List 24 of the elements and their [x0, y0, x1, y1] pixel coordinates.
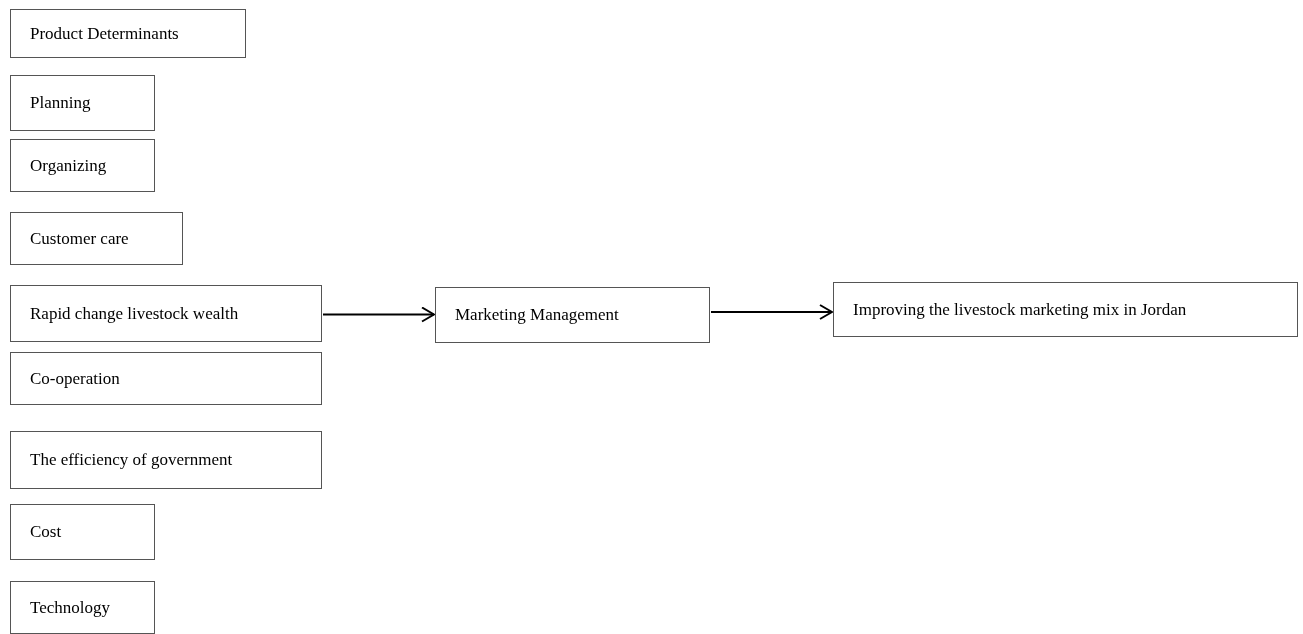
process-box: [10, 75, 155, 131]
process-box: [10, 285, 322, 342]
box-label: Product Determinants: [30, 23, 179, 44]
process-box: [10, 212, 183, 265]
process-box: [833, 282, 1298, 337]
process-box: [10, 581, 155, 634]
box-label: Marketing Management: [455, 305, 619, 325]
arrow: [710, 304, 833, 320]
box-label: Co-operation: [30, 368, 120, 389]
process-box: [10, 139, 155, 192]
process-box: [10, 504, 155, 560]
process-box: [10, 9, 246, 58]
box-label: Customer care: [30, 228, 129, 249]
arrow: [322, 306, 435, 323]
box-label: Improving the livestock marketing mix in Jordan: [853, 299, 1187, 320]
box-label: The efficiency of government: [30, 450, 233, 470]
box-label: Technology: [30, 597, 110, 618]
box-label: Organizing: [30, 155, 107, 176]
box-label: Planning: [30, 93, 91, 113]
process-box: [10, 352, 322, 405]
process-box: [435, 287, 710, 343]
process-box: [10, 431, 322, 489]
box-label: Rapid change livestock wealth: [30, 303, 239, 324]
box-label: Cost: [30, 522, 62, 542]
